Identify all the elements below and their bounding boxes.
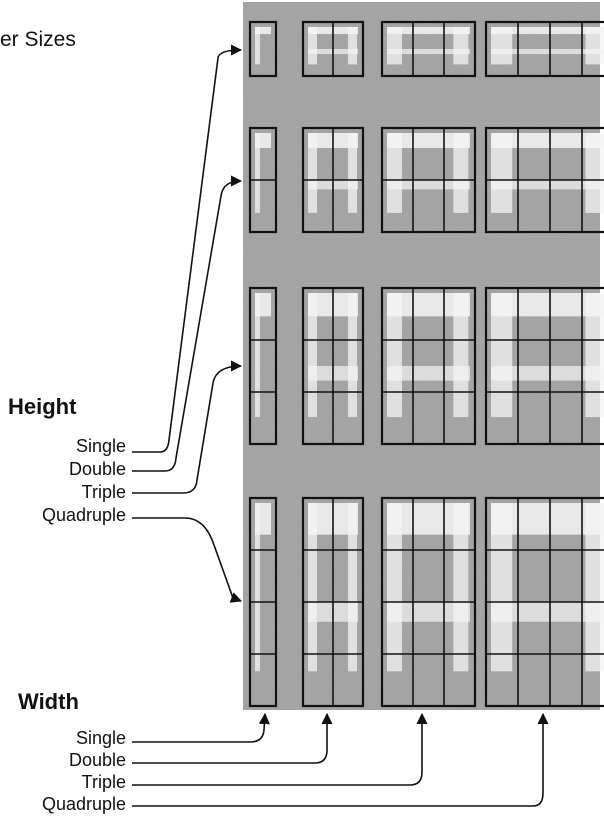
char-cell-h4-w3 — [380, 496, 477, 708]
glyph-left-stroke — [491, 293, 513, 418]
width-pointer-arrow-3 — [132, 712, 428, 786]
glyph-right-stroke — [585, 503, 604, 672]
cell-frame — [248, 286, 278, 446]
glyph-top-bar — [387, 133, 470, 149]
glyph-left-stroke — [308, 293, 317, 418]
glyph-right-stroke — [453, 503, 469, 672]
char-cell-h4-w4 — [484, 496, 604, 708]
cell-frame — [380, 20, 477, 78]
glyph-left-stroke — [308, 503, 317, 672]
height-legend-single: Single — [75, 436, 126, 456]
height-pointer-arrow-4 — [132, 517, 243, 603]
glyph-left-stroke — [255, 133, 260, 213]
glyph-mid-bar — [491, 180, 604, 190]
glyph-right-stroke — [348, 27, 357, 65]
glyph-mid-bar — [491, 49, 604, 54]
glyph-top-bar — [491, 133, 604, 149]
glyph-left-stroke — [491, 133, 513, 213]
glyph-right-stroke — [348, 133, 357, 213]
glyph-top-bar — [387, 293, 470, 317]
height-legend-heading: Height — [8, 394, 77, 419]
glyph-right-stroke — [585, 293, 604, 418]
height-legend-double: Double — [68, 459, 126, 479]
width-legend-heading: Width — [18, 689, 79, 714]
width-legend-single: Single — [75, 728, 126, 748]
glyph-mid-bar — [491, 366, 604, 381]
char-cell-h3-w3 — [380, 286, 477, 446]
char-cell-h2-w1 — [248, 126, 278, 234]
char-cell-h1-w4 — [484, 20, 604, 78]
glyph-mid-bar — [387, 602, 470, 622]
width-legend-triple: Triple — [81, 772, 126, 792]
glyph-right-stroke — [585, 27, 604, 65]
glyph-right-stroke — [585, 133, 604, 213]
height-pointer-arrow-3 — [132, 360, 243, 494]
cell-frame — [248, 20, 278, 78]
glyph-left-stroke — [491, 503, 513, 672]
char-cell-h3-w1 — [248, 286, 278, 446]
figure-title: er Sizes — [0, 28, 76, 51]
char-cell-h2-w4 — [484, 126, 604, 234]
cell-frame — [380, 286, 477, 446]
glyph-left-stroke — [308, 133, 317, 213]
width-pointer-arrow-2 — [132, 712, 333, 764]
height-legend-quadruple: Quadruple — [41, 505, 126, 525]
glyph-top-bar — [491, 293, 604, 317]
width-pointer-arrow-4 — [132, 712, 549, 807]
glyph-mid-bar — [387, 366, 470, 381]
glyph-left-stroke — [387, 293, 402, 418]
glyph-right-stroke — [348, 503, 357, 672]
char-cell-h2-w3 — [380, 126, 477, 234]
glyph-left-stroke — [255, 27, 260, 65]
glyph-left-stroke — [387, 503, 402, 672]
glyph-top-bar — [491, 27, 604, 35]
char-cell-h3-w4 — [484, 286, 604, 446]
glyph-right-stroke — [453, 133, 469, 213]
char-cell-h1-w2 — [301, 20, 365, 78]
height-pointer-arrow-1 — [132, 44, 243, 453]
char-cell-h3-w2 — [301, 286, 365, 446]
glyph-mid-bar — [387, 49, 470, 54]
glyph-mid-bar — [387, 180, 470, 190]
glyph-right-stroke — [453, 293, 469, 418]
glyph-mid-bar — [491, 602, 604, 622]
glyph-left-stroke — [255, 293, 260, 418]
glyph-left-stroke — [387, 27, 402, 65]
char-cell-h2-w2 — [301, 126, 365, 234]
height-legend-triple: Triple — [81, 482, 126, 502]
glyph-top-bar — [255, 27, 271, 35]
glyph-left-stroke — [255, 503, 260, 672]
glyph-left-stroke — [491, 27, 513, 65]
char-cell-h4-w2 — [301, 496, 365, 708]
width-pointer-arrow-1 — [132, 712, 270, 743]
char-cell-h1-w3 — [380, 20, 477, 78]
glyph-left-stroke — [387, 133, 402, 213]
glyph-right-stroke — [348, 293, 357, 418]
glyph-top-bar — [387, 27, 470, 35]
char-cell-h1-w1 — [248, 20, 278, 78]
glyph-left-stroke — [308, 27, 317, 65]
height-pointer-arrow-2 — [132, 175, 243, 472]
width-legend-double: Double — [68, 750, 126, 770]
char-cell-h4-w1 — [248, 496, 278, 708]
width-legend-quadruple: Quadruple — [41, 794, 126, 814]
glyph-right-stroke — [453, 27, 469, 65]
